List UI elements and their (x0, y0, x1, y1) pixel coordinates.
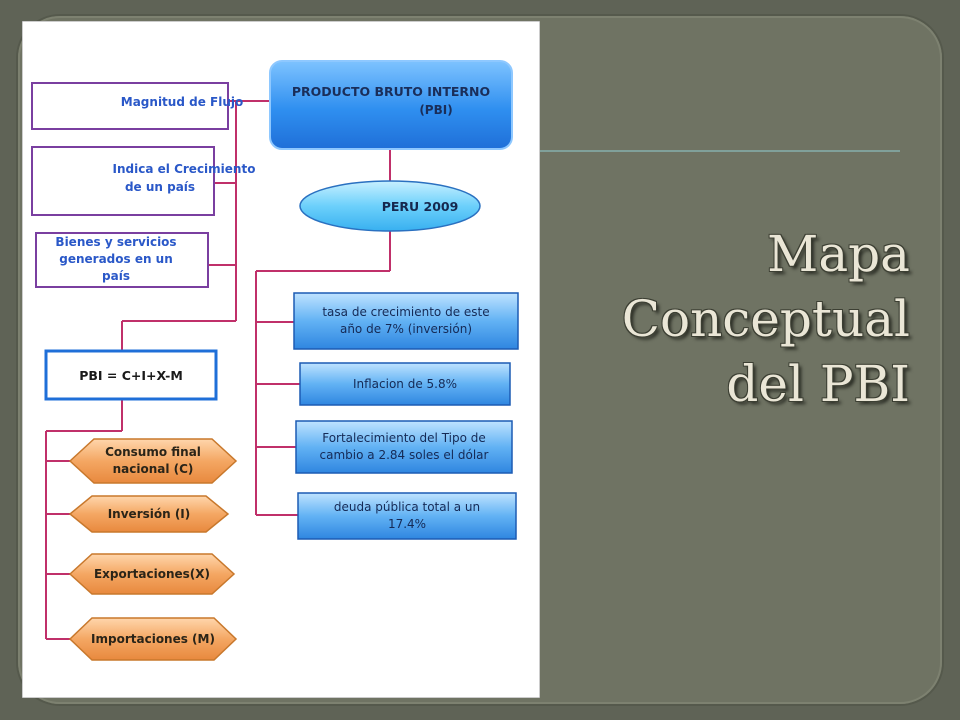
definition-text-1-line-1: Magnitud de Flujo (121, 95, 243, 109)
formula-text: PBI = C+I+X-M (79, 368, 183, 383)
title-line-3: del PBI (726, 355, 910, 413)
component-hex-importaciones: Importaciones (M) (68, 617, 238, 661)
peru-fact-2-line-1: Inflacion de 5.8% (353, 377, 457, 391)
definition-text-3-line-1: Bienes y servicios (55, 235, 176, 249)
peru-fact-4-line-1: deuda pública total a un (334, 500, 480, 514)
slide-title: Mapa Conceptual del PBI (560, 222, 910, 417)
definition-box-2: Indica el Crecimiento de un país (31, 146, 256, 216)
main-node-line-2: (PBI) (419, 103, 452, 117)
peru-fact-box-1: tasa de crecimiento de este año de 7% (i… (293, 292, 519, 350)
peru-node-label: PERU 2009 (382, 199, 459, 214)
peru-fact-3-line-2: cambio a 2.84 soles el dólar (320, 448, 489, 462)
connector-lines (45, 100, 391, 640)
definition-text-3-line-3: país (102, 269, 130, 283)
component-exportaciones-label: Exportaciones(X) (94, 567, 210, 581)
definition-text-2-line-2: de un país (125, 180, 195, 194)
peru-fact-1-line-1: tasa de crecimiento de este (322, 305, 489, 319)
component-consumo-line-2: nacional (C) (113, 462, 194, 476)
main-node-line-1: PRODUCTO BRUTO INTERNO (292, 84, 490, 99)
definition-text-3-line-2: generados en un (59, 252, 173, 266)
component-inversion-label: Inversión (I) (108, 507, 191, 521)
peru-fact-4-line-2: 17.4% (388, 517, 426, 531)
title-divider (540, 150, 900, 152)
component-hex-consumo: Consumo final nacional (C) (68, 438, 238, 484)
component-consumo-line-1: Consumo final (105, 445, 201, 459)
peru-fact-1-line-2: año de 7% (inversión) (340, 322, 472, 336)
component-hex-inversion: Inversión (I) (68, 495, 230, 533)
formula-node: PBI = C+I+X-M (44, 349, 218, 401)
peru-node: PERU 2009 (299, 180, 481, 232)
peru-fact-box-3: Fortalecimiento del Tipo de cambio a 2.8… (295, 420, 513, 474)
peru-fact-box-2: Inflacion de 5.8% (299, 362, 511, 406)
definition-box-3: Bienes y servicios generados en un país (35, 232, 209, 288)
title-line-2: Conceptual (621, 290, 910, 348)
concept-map-image: Magnitud de Flujo Indica el Crecimiento … (22, 21, 540, 698)
definition-box-1: Magnitud de Flujo (31, 82, 243, 130)
concept-map: Magnitud de Flujo Indica el Crecimiento … (22, 21, 540, 698)
title-line-1: Mapa (767, 225, 910, 283)
peru-fact-3-line-1: Fortalecimiento del Tipo de (322, 431, 486, 445)
peru-fact-box-4: deuda pública total a un 17.4% (297, 492, 517, 540)
component-hex-exportaciones: Exportaciones(X) (68, 553, 236, 595)
component-importaciones-label: Importaciones (M) (91, 632, 215, 646)
definition-text-2-line-1: Indica el Crecimiento (113, 162, 256, 176)
main-node-pbi: PRODUCTO BRUTO INTERNO (PBI) (269, 60, 513, 150)
